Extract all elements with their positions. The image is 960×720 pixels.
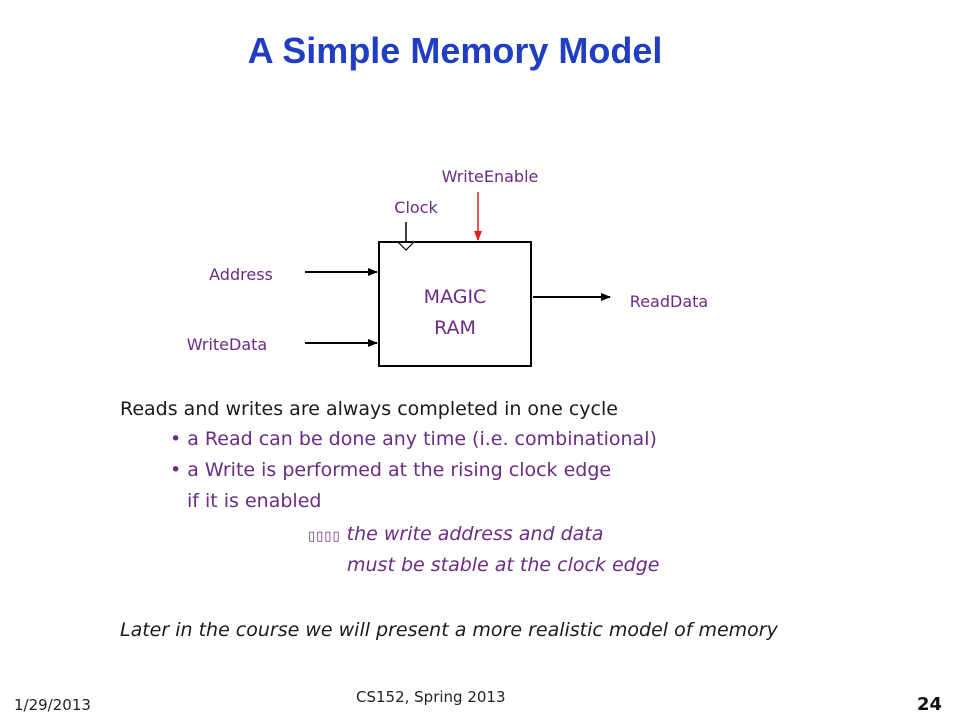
clock-label: Clock: [394, 198, 438, 217]
note-line-1-text: the write address and data: [340, 523, 604, 545]
note-line-1: ▯▯▯▯ the write address and data: [308, 519, 603, 552]
page-number: 24: [916, 694, 942, 715]
ram-box: [378, 241, 532, 367]
placeholder-glyphs: ▯▯▯▯: [308, 529, 341, 544]
bullet-read: • a Read can be done any time (i.e. comb…: [170, 428, 657, 450]
clock-edge-triangle: [397, 241, 415, 251]
footer-date: 1/29/2013: [14, 696, 91, 714]
bullet-write-continued: if it is enabled: [187, 490, 322, 512]
write-enable-label: WriteEnable: [442, 167, 539, 186]
closing-line: Later in the course we will present a mo…: [120, 619, 778, 641]
write-data-label: WriteData: [187, 335, 267, 354]
bullet-write: • a Write is performed at the rising clo…: [170, 459, 612, 481]
address-label: Address: [209, 265, 273, 284]
read-data-label: ReadData: [630, 292, 708, 311]
ram-label-line1: MAGIC: [424, 286, 487, 308]
footer-course: CS152, Spring 2013: [356, 688, 506, 706]
body-line-1: Reads and writes are always completed in…: [120, 398, 618, 420]
note-line-2: must be stable at the clock edge: [347, 554, 660, 576]
ram-label-line2: RAM: [434, 317, 476, 339]
slide-title: A Simple Memory Model: [247, 30, 663, 71]
